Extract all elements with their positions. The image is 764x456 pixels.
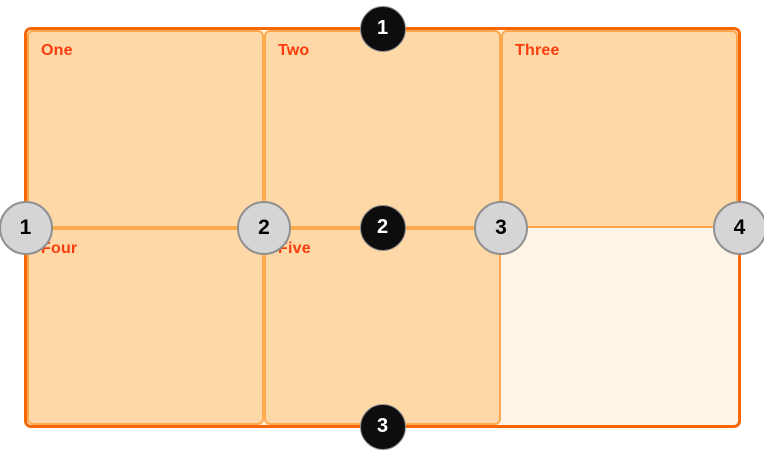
- grid-cell-two: Two: [264, 30, 501, 228]
- row-line-marker-2: 2: [359, 204, 406, 251]
- grid-cell-label: One: [41, 42, 73, 59]
- grid-cell-label: Two: [278, 42, 310, 59]
- grid-cell-four: Four: [27, 227, 264, 425]
- grid-cell-three: Three: [501, 30, 738, 228]
- column-line-marker-2: 2: [236, 200, 291, 255]
- grid-cell-label: Three: [515, 42, 560, 59]
- column-line-marker-1: 1: [0, 200, 53, 255]
- column-line-marker-4: 4: [712, 200, 764, 255]
- grid-cell-label: Four: [41, 239, 78, 257]
- grid-wrapper: One Two Three Four Five 1 2 3 1 2 3 4: [0, 5, 764, 450]
- grid-cell-label: Five: [278, 239, 311, 257]
- grid-cell-one: One: [27, 30, 264, 228]
- row-line-marker-1: 1: [359, 5, 406, 52]
- column-line-marker-3: 3: [474, 200, 528, 255]
- grid-cell-five: Five: [264, 227, 501, 425]
- row-line-marker-3: 3: [359, 403, 406, 450]
